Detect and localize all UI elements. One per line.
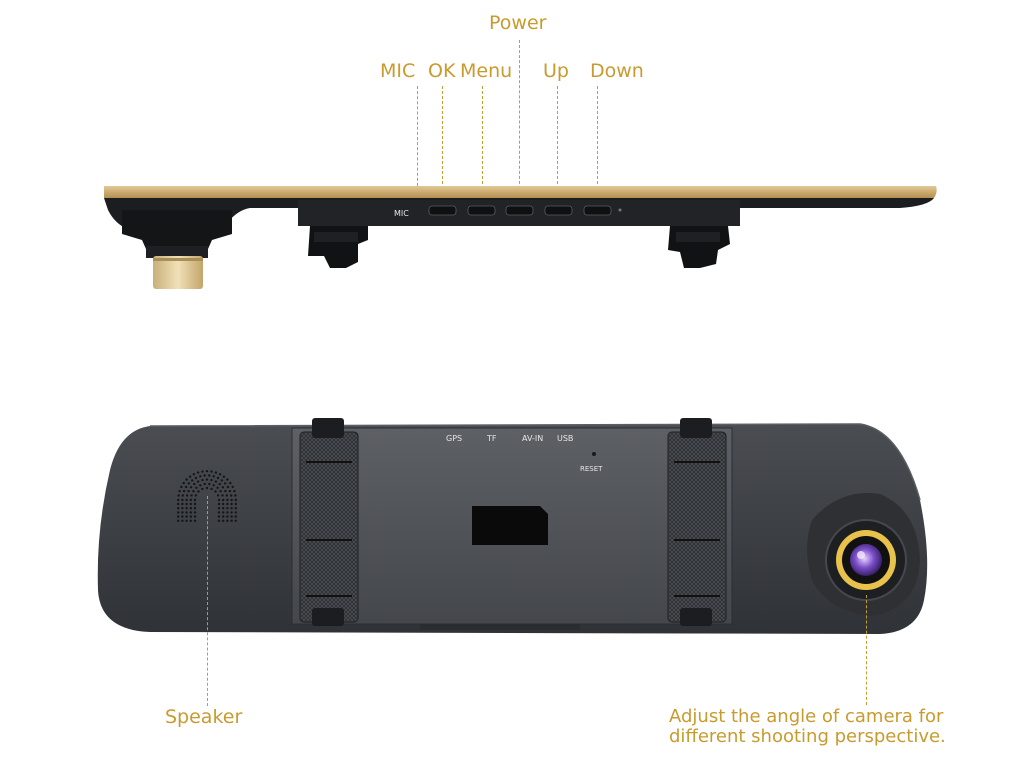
callout-down: Down [590, 60, 644, 82]
leader-mic [417, 86, 418, 191]
callout-menu: Menu [460, 60, 513, 82]
usb-marking: USB [557, 434, 573, 443]
leader-speaker [207, 496, 208, 706]
callout-power: Power [489, 12, 547, 34]
mount-strap-left [299, 418, 359, 626]
callout-up: Up [543, 60, 569, 82]
mount-strap-right [667, 418, 727, 626]
rear-camera [807, 493, 920, 616]
leader-menu [482, 86, 483, 204]
callout-mic: MIC [380, 60, 416, 82]
mirror-back-view: GPS TF AV-IN USB RESET [97, 418, 928, 634]
av-in-marking: AV-IN [522, 434, 543, 443]
gps-marking: GPS [446, 434, 462, 443]
leader-camera [866, 595, 867, 705]
callout-ok: OK [428, 60, 456, 82]
mirror-top-view: MIC [104, 186, 937, 289]
reset-marking: RESET [580, 465, 603, 473]
leader-power [519, 40, 520, 204]
mic-marking: MIC [394, 209, 409, 218]
tf-marking: TF [486, 434, 497, 443]
leader-ok [442, 86, 443, 204]
callout-camera-line2: different shooting perspective. [669, 726, 946, 747]
speaker-grille [177, 470, 237, 522]
leader-up [557, 86, 558, 204]
leader-down [597, 86, 598, 204]
callout-speaker: Speaker [165, 706, 243, 728]
callout-camera-line1: Adjust the angle of camera for [669, 706, 944, 727]
